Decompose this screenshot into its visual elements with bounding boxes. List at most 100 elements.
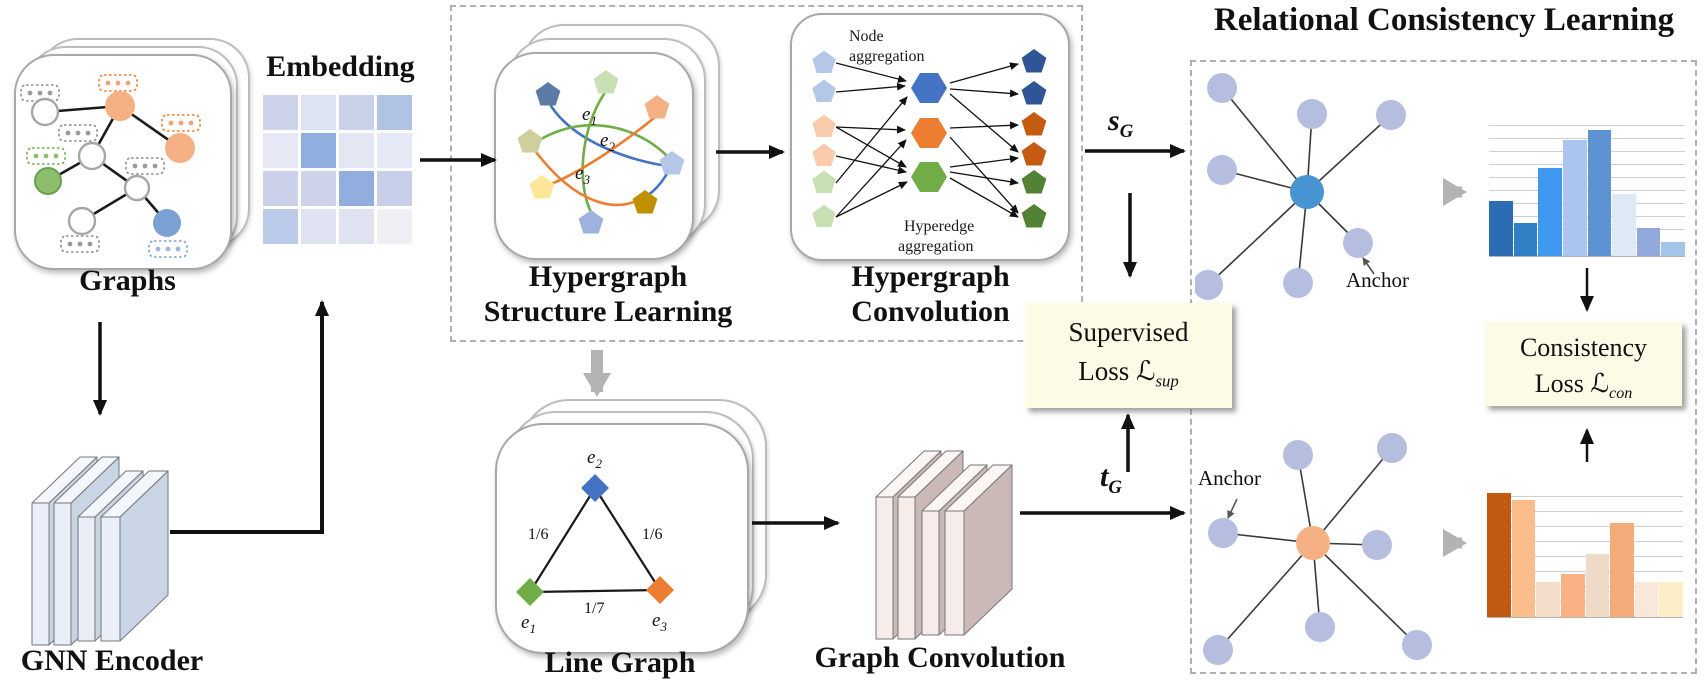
weight-left-label: 1/6 — [528, 526, 548, 543]
embedding-cell — [339, 209, 374, 244]
consistency-loss-line1: Consistency — [1519, 333, 1648, 362]
node-pentagons-output — [1021, 49, 1047, 228]
pentagon-node — [632, 190, 658, 214]
pentagon-node — [812, 50, 836, 73]
consistency-loss-line2: Loss ℒcon — [1534, 369, 1633, 403]
hyperedge-aggregation-label-line1: Hyperedge — [904, 218, 974, 235]
histogram-bar — [1487, 492, 1511, 617]
histogram-bar — [1612, 193, 1636, 256]
hypergraph-convolution-caption-line2: Convolution — [851, 294, 1010, 328]
e2-label: e2 — [600, 130, 615, 154]
embedding-cell — [377, 95, 412, 130]
graph-convolution-layers — [875, 450, 1013, 640]
input-graph-illustration — [20, 74, 201, 258]
hconv-card: Node aggregation Hyperedge aggregation — [790, 13, 1070, 261]
hyperedge-aggregation-label-line2: aggregation — [898, 238, 974, 255]
hypergraph-illustration: e1 e2 e3 — [517, 70, 685, 234]
encoder-plate — [100, 470, 169, 642]
histogram-bar — [1659, 581, 1683, 617]
supervised-loss-box: Supervised Loss ℒsup — [1025, 303, 1232, 408]
supervised-loss-line1: Supervised — [1068, 317, 1189, 347]
histogram-bar — [1513, 222, 1538, 256]
pentagon-node — [1021, 170, 1047, 194]
embedding-cell — [339, 133, 374, 168]
similarity-histogram-target — [1487, 482, 1683, 618]
graphs-card-front — [14, 54, 232, 270]
center-node-target — [1296, 526, 1330, 560]
blue-node — [153, 209, 181, 237]
hypergraph-module-dashed-box — [450, 5, 1083, 342]
hyperedge-hexagons — [911, 73, 947, 192]
center-node-source — [1290, 175, 1324, 209]
hsl-card-front: e1 e2 e3 — [494, 52, 694, 260]
pentagon-node — [812, 79, 836, 102]
aggregation-arrows — [835, 62, 1019, 218]
pentagon-node — [517, 129, 543, 153]
diamond-node-e2 — [581, 474, 609, 502]
pentagon-node — [644, 95, 670, 119]
histogram-bar — [1587, 130, 1612, 256]
pentagon-node — [593, 70, 619, 94]
weight-bottom-label: 1/7 — [584, 600, 604, 617]
weight-right-label: 1/6 — [642, 526, 662, 543]
anchor-relation-graph-bottom — [1203, 433, 1432, 665]
hexagon-hyperedge — [911, 162, 947, 192]
embedding-cell — [301, 171, 336, 206]
embedding-caption: Embedding — [266, 50, 415, 83]
hypergraph-structure-caption: Hypergraph Structure Learning — [448, 260, 768, 329]
embedding-cell — [301, 133, 336, 168]
embedding-cell — [263, 209, 298, 244]
pentagon-node — [1021, 112, 1047, 136]
hexagon-hyperedge — [911, 73, 947, 103]
hypergraph-structure-caption-line2: Structure Learning — [483, 294, 733, 328]
consistency-loss-box: Consistency Loss ℒcon — [1485, 322, 1682, 406]
embedding-cell — [339, 171, 374, 206]
pentagon-node — [812, 170, 836, 193]
orange-node — [165, 133, 195, 163]
diamond-node-e1 — [516, 578, 544, 606]
embedding-cell — [301, 95, 336, 130]
histogram-bar — [1610, 522, 1634, 617]
t-G-label: tG — [1100, 460, 1122, 498]
histogram-bar — [1585, 553, 1610, 617]
s-G-label: sG — [1108, 104, 1134, 142]
histogram-bar — [1634, 581, 1659, 617]
hypergraph-pentagon-nodes — [517, 70, 685, 234]
plain-node — [67, 206, 97, 236]
pentagon-node — [659, 151, 685, 175]
pentagon-node — [1021, 49, 1047, 73]
hypergraph-convolution-illustration: Node aggregation Hyperedge aggregation — [812, 28, 1047, 255]
node-pentagons-input — [812, 50, 836, 227]
pentagon-node — [812, 143, 836, 166]
embedding-cell — [377, 171, 412, 206]
satellite-nodes — [1203, 433, 1432, 665]
embedding-heatmap — [263, 95, 412, 244]
anchor-label-top: Anchor — [1346, 268, 1409, 292]
similarity-histogram-source — [1489, 118, 1685, 257]
line-graph-illustration: e2 e1 e3 1/6 1/6 1/7 — [516, 447, 674, 636]
embedding-cell — [339, 95, 374, 130]
histogram-bar — [1562, 140, 1587, 256]
diamond-node-e3 — [646, 576, 674, 604]
hexagon-hyperedge — [911, 118, 947, 148]
plain-node — [30, 97, 60, 127]
node-aggregation-label-line1: Node — [849, 28, 884, 45]
plain-node — [123, 174, 151, 202]
section-title: Relational Consistency Learning — [1213, 2, 1675, 38]
conv-plate — [944, 464, 1013, 636]
node-aggregation-label-line2: aggregation — [849, 48, 925, 65]
pentagon-node — [1021, 81, 1047, 105]
histogram-bar — [1661, 242, 1685, 256]
e3-node-label: e3 — [652, 610, 667, 634]
anchor-node — [1343, 228, 1373, 258]
hypergraph-structure-caption-line1: Hypergraph — [528, 260, 688, 293]
e3-label: e3 — [575, 163, 590, 187]
plain-node — [77, 141, 107, 171]
encoder-to-embedding-connector — [170, 300, 329, 534]
graphs-caption: Graphs — [79, 264, 176, 297]
pentagon-node — [812, 114, 836, 137]
linegraph-card-front: e2 e1 e3 1/6 1/6 1/7 — [495, 423, 749, 654]
graph-nodes — [30, 91, 195, 237]
e1-node-label: e1 — [521, 612, 536, 636]
pentagon-node — [529, 175, 555, 199]
